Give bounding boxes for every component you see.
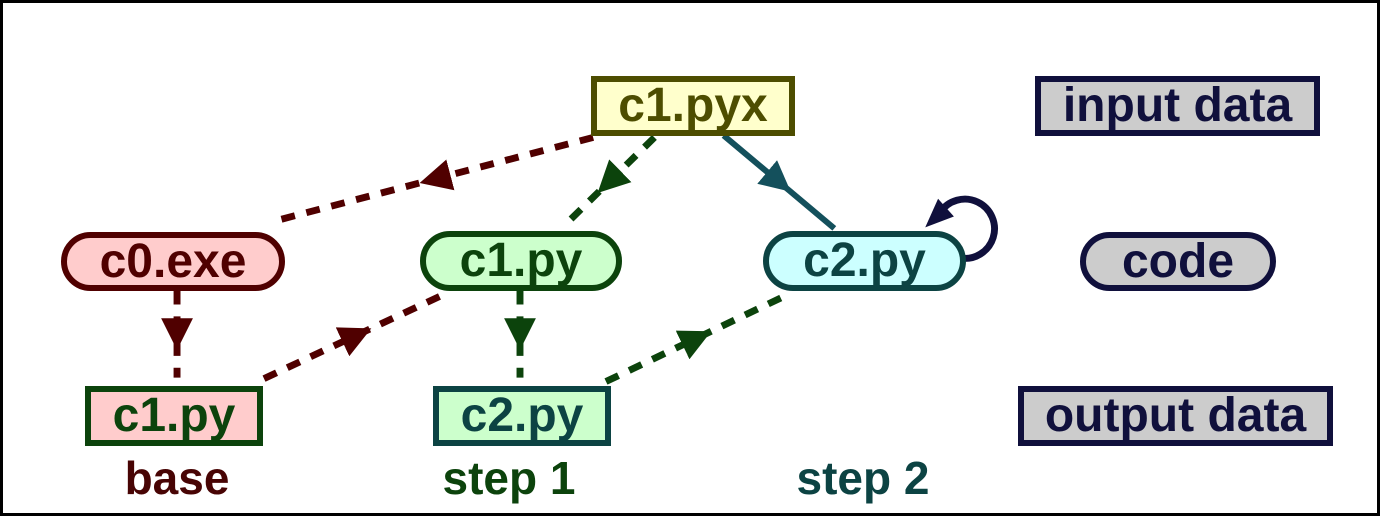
node-c1-py-code-label: c1.py xyxy=(459,234,583,287)
legend-code-label: code xyxy=(1121,234,1235,288)
node-c1-pyx: c1.pyx xyxy=(591,76,795,136)
step-label-base: base xyxy=(124,452,230,504)
node-c0-exe-label: c0.exe xyxy=(99,234,247,288)
edge-c1pyx-to-c0exe xyxy=(275,134,595,224)
legend-input-data: input data xyxy=(1035,76,1320,136)
edge-c1pyx-to-c1py-code xyxy=(561,134,657,229)
step-label-step2: step 2 xyxy=(796,452,930,504)
node-c2-py-output-label: c2.py xyxy=(460,389,584,442)
legend-code: code xyxy=(1080,232,1276,291)
edge-c2py-out-to-c2py-code xyxy=(604,291,790,385)
step-label-step1: step 1 xyxy=(442,452,576,504)
node-c1-py-output: c1.py xyxy=(85,386,263,446)
node-c1-py-output-label: c1.py xyxy=(112,389,236,442)
edges-layer xyxy=(161,133,998,385)
legend-input-data-label: input data xyxy=(1062,79,1293,132)
edge-c2py-self-loop-arrowhead xyxy=(925,198,954,228)
edge-c1pyx-to-c2py-code xyxy=(721,133,837,231)
edge-c1py-out-to-c1py-code xyxy=(262,288,452,382)
node-c2-py-output: c2.py xyxy=(433,386,611,446)
node-c2-py-code: c2.py xyxy=(763,231,966,291)
legend-output-data-label: output data xyxy=(1044,389,1307,442)
legend-output-data: output data xyxy=(1018,386,1333,446)
node-c1-pyx-label: c1.pyx xyxy=(618,79,768,132)
node-c1-py-code: c1.py xyxy=(420,231,622,291)
node-c2-py-code-label: c2.py xyxy=(803,234,926,287)
edge-c2py-self-loop xyxy=(937,195,998,262)
node-c0-exe: c0.exe xyxy=(61,232,285,291)
